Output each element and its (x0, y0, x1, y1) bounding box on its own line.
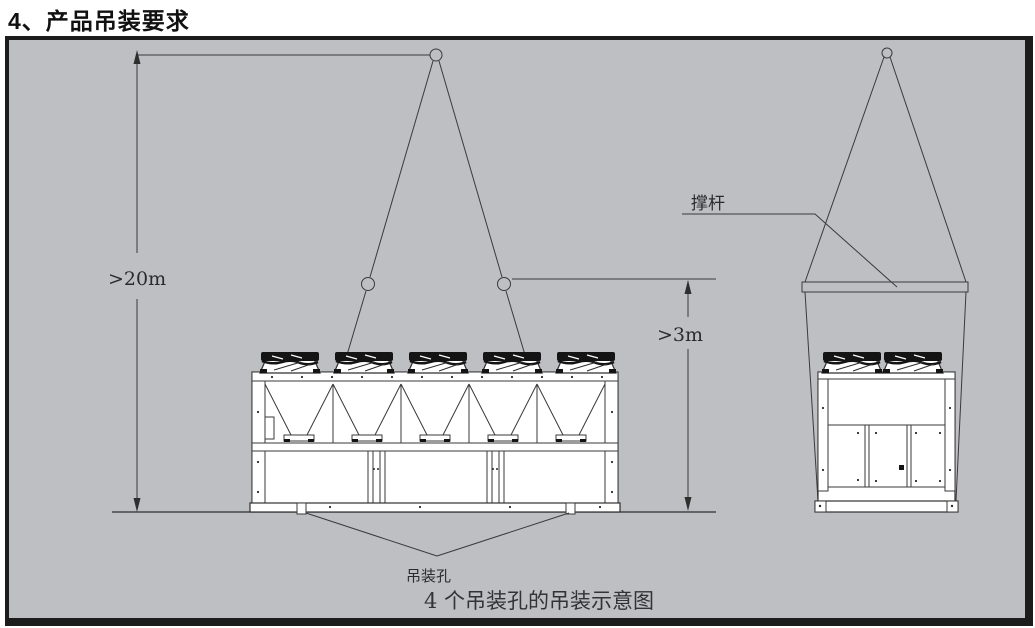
fan (332, 350, 396, 375)
lifting-hole-left (296, 502, 307, 515)
diagram-panel (5, 36, 1033, 626)
access-panels (264, 450, 606, 504)
screw-dots (256, 375, 614, 509)
side-screw-dots (818, 406, 954, 508)
fan (406, 350, 470, 375)
unit-front-view (249, 350, 621, 515)
spreader-bar (801, 281, 969, 293)
fan (258, 350, 322, 375)
side-base-rail (814, 500, 959, 513)
page-title: 4、产品吊装要求 (8, 8, 190, 34)
fan (881, 350, 945, 375)
dimension-3m: >3m (512, 278, 716, 511)
lifting-hole-callout: 吊装孔 (305, 512, 570, 585)
side-door-panels (827, 424, 946, 488)
crane-hook-side (881, 47, 893, 59)
shackle-ring-left (361, 277, 375, 291)
base-rail (249, 502, 621, 513)
fan (820, 350, 884, 375)
hook-height-label: >20m (108, 268, 166, 290)
fan (480, 350, 544, 375)
diagram-caption: 4 个吊装孔的吊装示意图 (424, 589, 654, 613)
lifting-hole-right (565, 502, 576, 515)
fan (554, 350, 618, 375)
fan-row-front (258, 350, 618, 375)
unit-side-view (814, 350, 959, 513)
lifting-cables-side (804, 56, 967, 502)
dimension-20m: >20m (108, 50, 430, 512)
shackle-ring-right (497, 277, 511, 291)
spreader-bar-callout: 撑杆 (682, 194, 898, 288)
coil-section (264, 383, 606, 443)
door-handle (899, 465, 904, 470)
spreader-bar-label: 撑杆 (691, 194, 725, 214)
lifting-hole-label: 吊装孔 (406, 567, 451, 585)
spreader-height-label: >3m (657, 324, 703, 346)
crane-hook-front (429, 48, 443, 62)
